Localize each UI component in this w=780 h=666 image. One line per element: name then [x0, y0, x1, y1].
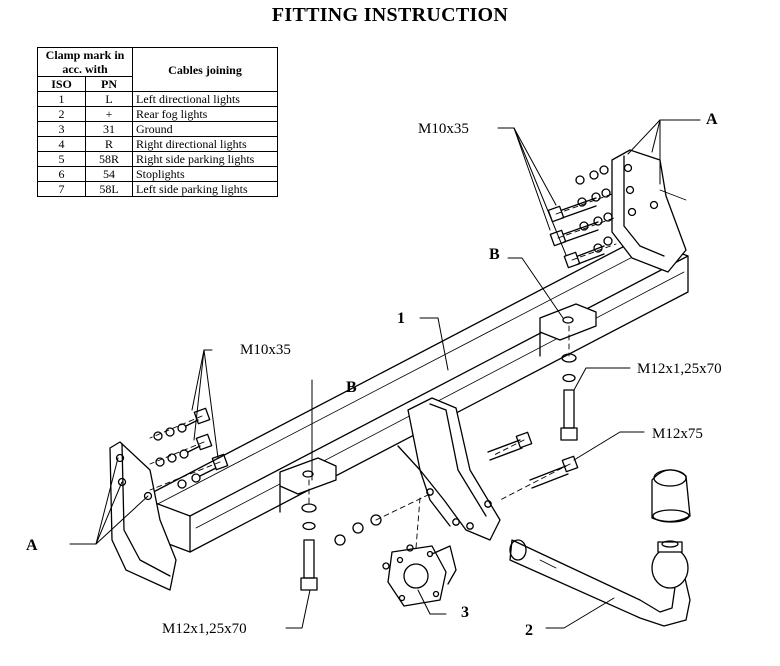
table-row: 5 58R Right side parking lights — [36, 151, 278, 167]
label-mark-b-left: B — [346, 379, 357, 396]
row-pn: 58R — [85, 151, 133, 167]
ball-cover — [651, 469, 691, 523]
bolt-m12-vertical-right — [560, 353, 578, 441]
right-mounting-plate — [611, 149, 687, 273]
clamp-b-left — [279, 457, 337, 513]
leader-lines — [69, 119, 701, 629]
bolts-m10-right — [547, 165, 613, 269]
assembly-guide-lines — [149, 193, 617, 549]
row-cable: Rear fog lights — [132, 106, 278, 122]
label-mark-b-top: B — [489, 246, 500, 263]
bolts-m12x75 — [487, 431, 579, 489]
table-row: 7 58L Left side parking lights — [36, 181, 278, 197]
label-bolt-m12-125-bottom: M12x1,25x70 — [162, 621, 247, 637]
row-iso: 4 — [36, 136, 87, 152]
header-pn: PN — [85, 76, 133, 92]
label-part-1: 1 — [397, 310, 405, 327]
socket-plate — [382, 544, 457, 607]
label-mark-a-left: A — [26, 537, 38, 554]
clamp-table: Clamp mark in acc. with Cables joining I… — [36, 47, 278, 197]
row-cable: Right side parking lights — [132, 151, 278, 167]
table-row: 4 R Right directional lights — [36, 136, 278, 152]
header-clamp-mark: Clamp mark in acc. with — [37, 47, 133, 77]
table-row: 6 54 Stoplights — [36, 166, 278, 182]
row-iso: 7 — [36, 181, 87, 197]
label-bolt-m12-125-right: M12x1,25x70 — [637, 361, 722, 377]
left-mounting-plate — [109, 441, 177, 591]
tow-ball-neck — [509, 539, 691, 627]
row-cable: Right directional lights — [132, 136, 278, 152]
clamp-b-right — [539, 303, 597, 357]
page-title: FITTING INSTRUCTION — [271, 4, 509, 26]
label-part-3: 3 — [461, 604, 469, 621]
bolts-m10-left — [153, 407, 229, 489]
ball-mount-bracket — [397, 397, 501, 541]
bolt-m12-vertical-left — [300, 503, 318, 591]
crossbar — [141, 237, 689, 553]
row-cable: Left side parking lights — [132, 181, 278, 197]
label-bolt-m10-left: M10x35 — [240, 342, 291, 358]
table-row: 2 + Rear fog lights — [36, 106, 278, 122]
label-bolt-m10-top: M10x35 — [418, 121, 469, 137]
nuts-washers-middle — [334, 514, 382, 546]
label-bolt-m12x75: M12x75 — [652, 426, 703, 442]
label-part-2: 2 — [525, 622, 533, 639]
label-mark-a-top: A — [706, 111, 718, 128]
